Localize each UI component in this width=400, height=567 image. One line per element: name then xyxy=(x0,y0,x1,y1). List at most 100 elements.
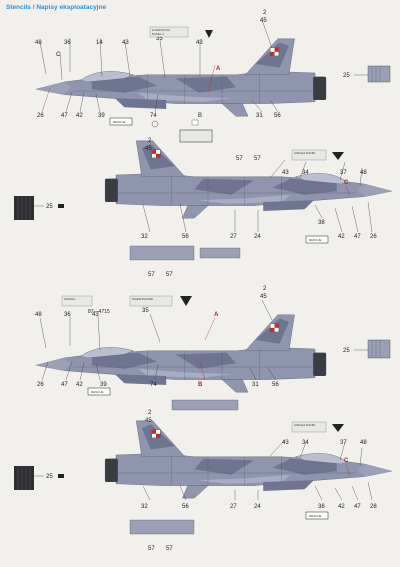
callout-2-57b: 57 xyxy=(166,272,173,278)
callout-4-0: 2 xyxy=(148,410,152,416)
callout-4-3: 34 xyxy=(302,440,309,446)
callout-2-0: 2 xyxy=(148,138,152,144)
callout-1-0: 48 xyxy=(35,40,42,46)
callout-1-15: 31 xyxy=(256,113,263,119)
svg-text:PANEL 2: PANEL 2 xyxy=(152,32,164,36)
svg-text:RESCUE: RESCUE xyxy=(309,238,322,242)
callout-3-4: A xyxy=(214,312,219,318)
callout-2-3: 57 xyxy=(254,156,261,162)
stencil-strip-3 xyxy=(171,399,239,411)
callout-4-14: 28 xyxy=(370,504,377,510)
aircraft-view-4 xyxy=(104,420,393,499)
svg-text:25: 25 xyxy=(343,73,350,79)
side-detail-left-mid: 25 xyxy=(14,196,64,220)
rescue-stencil-1: RESCUE xyxy=(109,117,133,126)
svg-text:ŁUSZCZYNA: ŁUSZCZYNA xyxy=(152,28,170,32)
callout-4-15: 57 xyxy=(148,546,155,552)
callout-1-8: C xyxy=(56,52,61,58)
callout-4-11: 38 xyxy=(318,504,325,510)
callout-1-7: 45 xyxy=(260,18,267,24)
callout-2-4: 43 xyxy=(282,170,289,176)
leader-lines-2 xyxy=(142,159,373,233)
aircraft-view-3 xyxy=(35,314,327,393)
aircraft-view-1 xyxy=(35,38,327,117)
callout-4-2: 43 xyxy=(282,440,289,446)
callout-3-7: 26 xyxy=(37,382,44,388)
svg-text:RESCUE: RESCUE xyxy=(91,390,104,394)
callout-1-9: 26 xyxy=(37,113,44,119)
sheet-title: Stencils / Napisy eksploatacyjne xyxy=(6,4,107,11)
svg-text:RESCUE: RESCUE xyxy=(113,120,126,124)
svg-text:UWAGA SILNIK: UWAGA SILNIK xyxy=(294,151,315,155)
callout-2-57a: 57 xyxy=(148,272,155,278)
callout-1-5: 43 xyxy=(196,40,203,46)
svg-text:RESCUE: RESCUE xyxy=(309,514,322,518)
callout-2-14: 47 xyxy=(354,234,361,240)
callout-4-1: 45 xyxy=(145,418,152,424)
callout-1-2: 14 xyxy=(96,40,103,46)
callout-4-12: 42 xyxy=(338,504,345,510)
small-stencil xyxy=(191,119,199,126)
side-detail-right-mid: 25 xyxy=(343,339,391,359)
svg-text:WLEW PALIWA: WLEW PALIWA xyxy=(132,297,153,301)
callout-3-14: 56 xyxy=(272,382,279,388)
callout-1-12: 39 xyxy=(98,113,105,119)
callout-2-11: 24 xyxy=(254,234,261,240)
callout-2-7: 48 xyxy=(360,170,367,176)
serial-number: 87—4715 xyxy=(88,309,110,315)
svg-text:25: 25 xyxy=(46,474,53,480)
callout-4-6: C xyxy=(344,458,349,464)
callout-2-13: 42 xyxy=(338,234,345,240)
callout-3-2: 43 xyxy=(92,312,99,318)
stencil-block-1: ŁUSZCZYNA PANEL 2 xyxy=(149,26,213,38)
callout-2-12: 38 xyxy=(318,220,325,226)
svg-text:UWAGA: UWAGA xyxy=(64,297,75,301)
leader-lines-1 xyxy=(39,19,279,113)
leader-lines-3 xyxy=(39,299,277,381)
leader-lines-4 xyxy=(142,439,373,501)
callout-2-2: 57 xyxy=(236,156,243,162)
svg-text:UWAGA SILNIK: UWAGA SILNIK xyxy=(294,423,315,427)
callout-3-0: 48 xyxy=(35,312,42,318)
callout-3-5: 2 xyxy=(263,286,267,292)
svg-text:25: 25 xyxy=(343,348,350,354)
callout-4-10: 24 xyxy=(254,504,261,510)
rescue-stencil-3: RESCUE xyxy=(87,387,111,396)
callout-3-1: 36 xyxy=(64,312,71,318)
callout-3-3: 35 xyxy=(142,308,149,314)
callout-4-9: 27 xyxy=(230,504,237,510)
callout-4-5: 48 xyxy=(360,440,367,446)
callout-1-11: 42 xyxy=(76,113,83,119)
rescue-stencil-2: RESCUE xyxy=(305,235,329,244)
rescue-stencil-4: RESCUE xyxy=(305,511,329,520)
callout-2-1: 45 xyxy=(145,146,152,152)
callout-3-6: 45 xyxy=(260,294,267,300)
callout-4-8: 56 xyxy=(182,504,189,510)
callout-3-13: 31 xyxy=(252,382,259,388)
callout-1-10: 47 xyxy=(61,113,68,119)
side-detail-left-bottom: 25 xyxy=(14,466,64,490)
callout-4-13: 47 xyxy=(354,504,361,510)
callout-2-16: C xyxy=(344,180,349,186)
round-stencil xyxy=(151,120,159,128)
aircraft-view-2 xyxy=(104,140,393,219)
callout-3-12: B xyxy=(198,382,203,388)
callout-3-8: 47 xyxy=(61,382,68,388)
callout-1-13: 74 xyxy=(150,113,157,119)
callout-3-9: 42 xyxy=(76,382,83,388)
callout-1-3: 43 xyxy=(122,40,129,46)
callout-1-1: 36 xyxy=(64,40,71,46)
stencil-block-4: UWAGA SILNIK xyxy=(129,421,344,535)
svg-text:25: 25 xyxy=(46,204,53,210)
stencil-block-2: UWAGA SILNIK xyxy=(129,129,344,261)
callout-4-7: 32 xyxy=(141,504,148,510)
callout-4-16: 57 xyxy=(166,546,173,552)
stencil-block-3: UWAGA WLEW PALIWA 87—4715 xyxy=(61,295,192,315)
callout-4-4: 37 xyxy=(340,440,347,446)
callout-1-14: B xyxy=(198,113,202,119)
callout-1-16: 56 xyxy=(274,113,281,119)
callout-1-6: 2 xyxy=(263,10,267,16)
callout-1-17: A xyxy=(216,66,221,72)
callout-1-4: 35 xyxy=(156,36,163,42)
